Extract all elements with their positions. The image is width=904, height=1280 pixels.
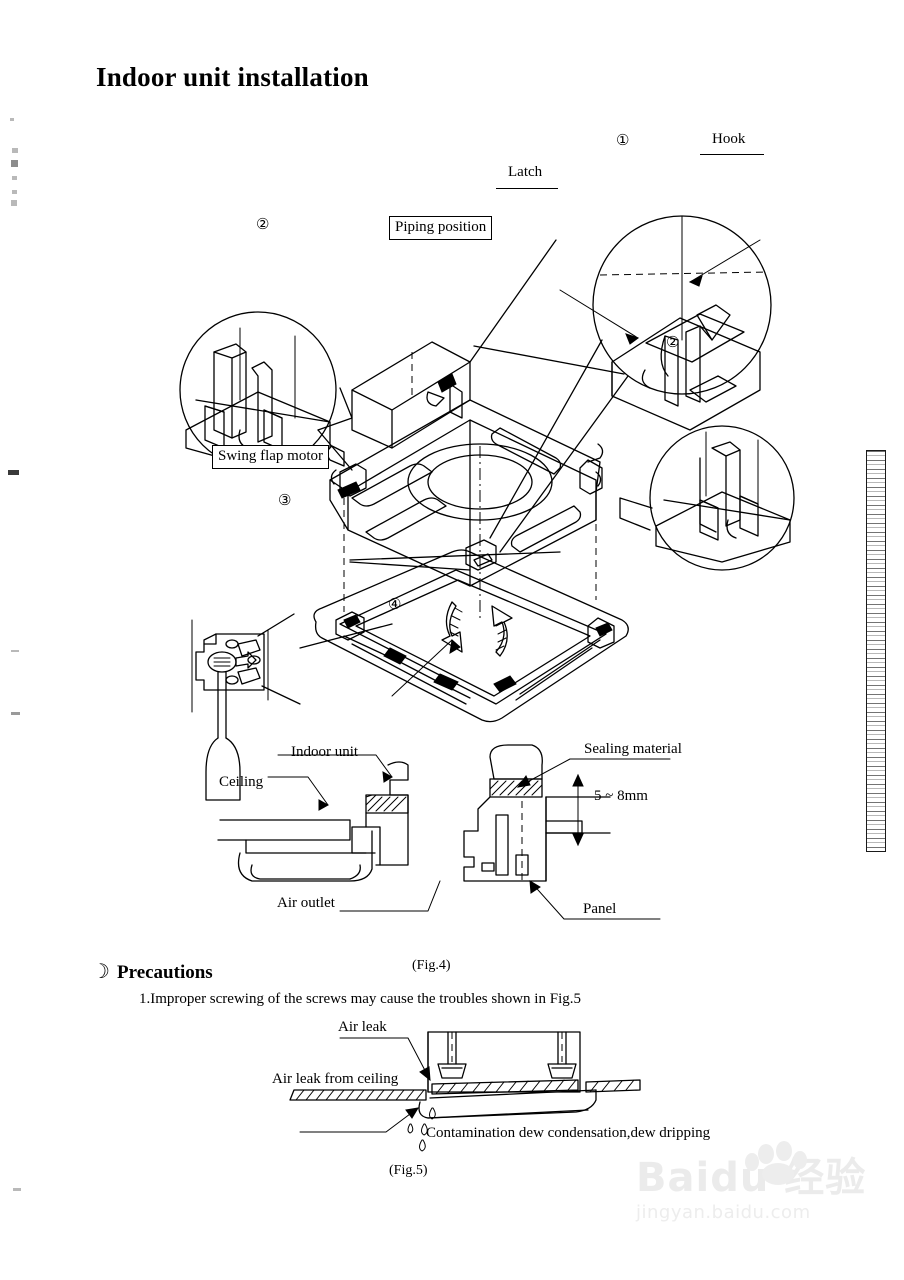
watermark-sub: jingyan.baidu.com <box>636 1202 811 1223</box>
label-hook: Hook <box>712 131 746 147</box>
label-air-outlet: Air outlet <box>277 895 335 911</box>
latch-leader-line <box>496 188 558 190</box>
label-sealing-material: Sealing material <box>584 741 682 757</box>
label-air-leak-from-ceiling: Air leak from ceiling <box>272 1071 399 1087</box>
scan-speck <box>11 650 19 652</box>
precautions-heading: Precautions <box>117 962 213 983</box>
scan-speck <box>10 118 14 121</box>
marker-one: ① <box>616 133 630 149</box>
marker-four: ④ <box>388 597 402 613</box>
label-panel: Panel <box>583 901 617 917</box>
label-piping-position: Piping position <box>389 216 493 240</box>
scan-speck <box>13 1188 21 1191</box>
scan-speck <box>11 200 17 206</box>
scan-speck <box>12 190 17 194</box>
fig4-left-cross-section <box>217 754 441 912</box>
fig4-right-cross-section <box>463 744 671 920</box>
fig5-drawing <box>289 1031 641 1152</box>
label-indoor-unit: Indoor unit <box>291 744 359 760</box>
scan-speck <box>11 160 18 167</box>
main-assembly-drawing <box>179 215 795 801</box>
scan-speck <box>12 148 18 153</box>
page-title: Indoor unit installation <box>96 62 369 92</box>
marker-two-right: ② <box>666 335 680 351</box>
paw-icon <box>745 1141 807 1185</box>
scan-edge-artifact <box>866 450 886 852</box>
label-ceiling: Ceiling <box>219 774 264 790</box>
label-air-leak: Air leak <box>338 1019 387 1035</box>
label-swing-flap-motor: Swing flap motor <box>212 445 329 469</box>
scan-speck <box>11 712 20 715</box>
label-dimension: 5 ~ 8mm <box>594 788 648 804</box>
figure-4-caption: (Fig.4) <box>412 958 451 973</box>
label-latch: Latch <box>508 164 543 180</box>
figure-5-caption: (Fig.5) <box>389 1163 428 1178</box>
hook-leader-line <box>700 154 764 156</box>
precautions-item-1: 1.Improper screwing of the screws may ca… <box>139 991 581 1007</box>
marker-two-left: ② <box>256 217 270 233</box>
marker-three: ③ <box>278 493 292 509</box>
watermark: Baidu 经验 jingyan.baidu.com <box>636 1141 886 1238</box>
label-contamination: Contamination dew condensation,dew dripp… <box>426 1125 711 1141</box>
scan-speck <box>12 176 17 180</box>
scan-speck <box>8 470 19 475</box>
precautions-bullet: ☽ <box>92 961 110 983</box>
